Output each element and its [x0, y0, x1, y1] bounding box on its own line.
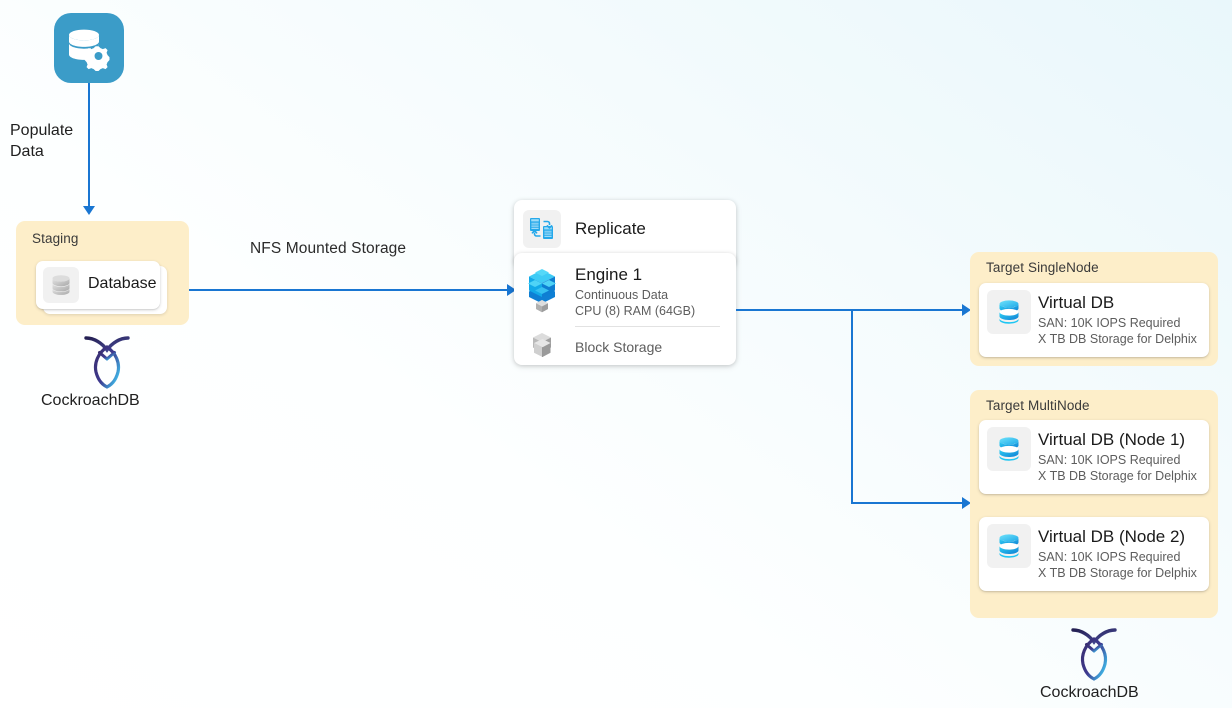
populate-line2: Data [10, 143, 44, 161]
arrow-populate-data [83, 206, 95, 215]
virtual-db-icon [987, 290, 1031, 334]
virtual-db-title: Virtual DB [1038, 293, 1115, 312]
staging-database-label: Database [88, 275, 157, 292]
database-icon [43, 267, 79, 303]
virtual-db-line1: SAN: 10K IOPS Required [1038, 550, 1181, 564]
block-storage-icon [523, 330, 561, 367]
replicate-icon [523, 210, 561, 248]
target-multinode-title: Target MultiNode [986, 398, 1090, 413]
staging-group-title: Staging [32, 231, 79, 246]
arrow-target-singlenode [962, 304, 971, 316]
target-multinode-node2-card[interactable]: Virtual DB (Node 2) SAN: 10K IOPS Requir… [979, 517, 1209, 591]
virtual-db-line2: X TB DB Storage for Delphix [1038, 332, 1197, 346]
virtual-db-line1: SAN: 10K IOPS Required [1038, 453, 1181, 467]
target-singlenode-title: Target SingleNode [986, 260, 1099, 275]
virtual-db-title: Virtual DB (Node 1) [1038, 430, 1186, 449]
edge-label-nfs: NFS Mounted Storage [250, 240, 407, 257]
virtual-db-line2: X TB DB Storage for Delphix [1038, 566, 1197, 580]
connector-nfs [189, 289, 510, 291]
replicate-label: Replicate [575, 219, 646, 238]
engine-line2: CPU (8) RAM (64GB) [575, 304, 696, 318]
engine-line1: Continuous Data [575, 288, 669, 302]
block-storage-label: Block Storage [575, 339, 663, 355]
cockroachdb-label: CockroachDB [41, 392, 140, 409]
virtual-db-line1: SAN: 10K IOPS Required [1038, 316, 1181, 330]
cockroachdb-label: CockroachDB [1040, 684, 1139, 701]
arrow-target-multinode [962, 497, 971, 509]
engine-divider [575, 326, 720, 327]
virtual-db-title: Virtual DB (Node 2) [1038, 527, 1186, 546]
connector-multinode-in [851, 502, 969, 504]
virtual-db-icon [987, 427, 1031, 471]
virtual-db-line2: X TB DB Storage for Delphix [1038, 469, 1197, 483]
engine-cubes-icon [519, 264, 565, 319]
virtual-db-icon [987, 524, 1031, 568]
connector-populate-data [88, 83, 90, 208]
connector-branch-drop [851, 309, 853, 504]
edge-label-populate-data: Populate Data [10, 120, 105, 163]
staging-database-card[interactable]: Database [36, 261, 160, 309]
populate-line1: Populate [10, 122, 74, 139]
target-multinode-node1-card[interactable]: Virtual DB (Node 1) SAN: 10K IOPS Requir… [979, 420, 1209, 494]
cockroachdb-logo [1063, 625, 1125, 688]
target-singlenode-node-card[interactable]: Virtual DB SAN: 10K IOPS Required X TB D… [979, 283, 1209, 357]
engine-title: Engine 1 [575, 265, 643, 284]
cockroachdb-logo [76, 333, 138, 396]
database-gear-icon [54, 13, 124, 83]
arrow-nfs [507, 284, 516, 296]
